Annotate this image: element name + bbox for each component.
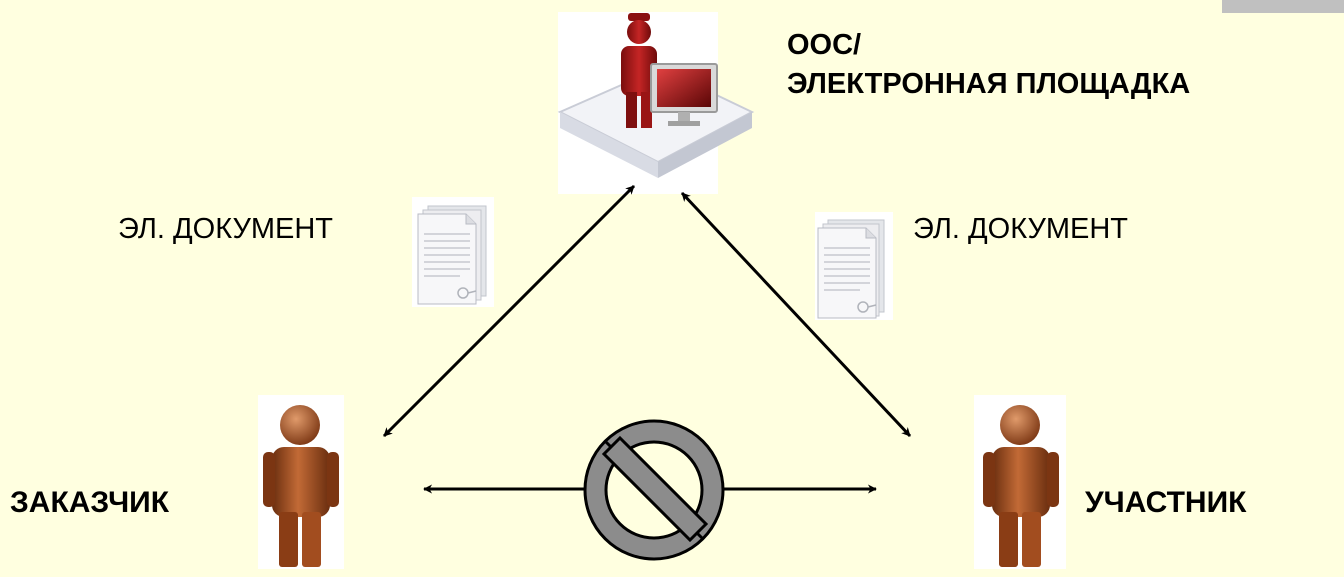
person-icon: [983, 405, 1059, 567]
document-icon: [417, 205, 487, 305]
platform-title-line2: ЭЛЕКТРОННАЯ ПЛОЩАДКА: [787, 68, 1191, 100]
participant-label: УЧАСТНИК: [1085, 486, 1247, 519]
document-label-left: ЭЛ. ДОКУМЕНТ: [118, 213, 334, 245]
arrow-customer-platform: [382, 184, 636, 438]
corner-bar: [1222, 0, 1344, 13]
prohibition-icon: [583, 419, 725, 561]
operator-with-monitor-icon: [557, 13, 755, 178]
person-icon: [263, 405, 339, 567]
document-label-right: ЭЛ. ДОКУМЕНТ: [913, 213, 1129, 245]
platform-title-line1: ООС/: [787, 29, 862, 61]
platform-title: ООС/ ЭЛЕКТРОННАЯ ПЛОЩАДКА: [787, 26, 1190, 104]
document-icon: [817, 219, 885, 319]
arrow-platform-participant: [680, 191, 912, 438]
customer-label: ЗАКАЗЧИК: [10, 486, 170, 519]
